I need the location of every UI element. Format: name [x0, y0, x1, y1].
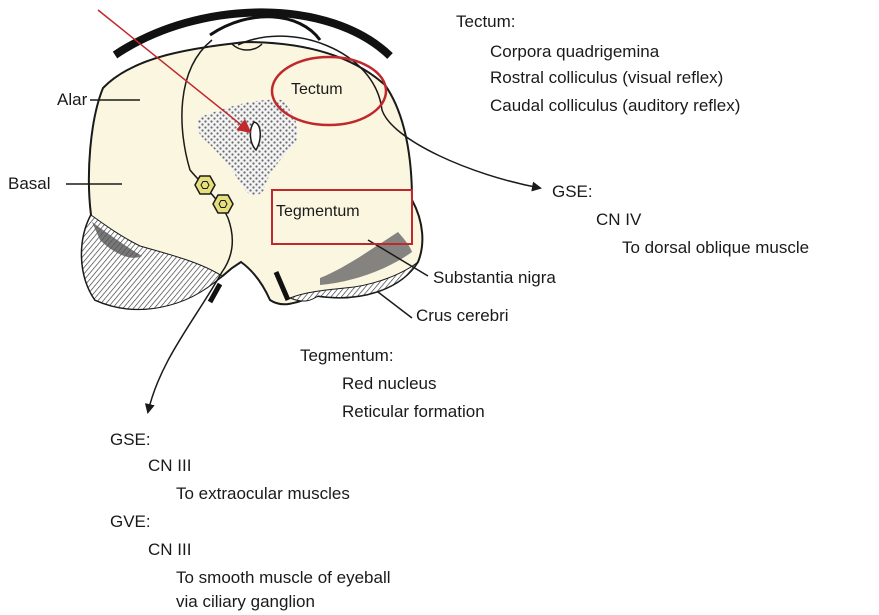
- tegmentum-region-label: Tegmentum: [276, 202, 360, 222]
- gve-left-nerve: CN III: [148, 540, 191, 560]
- oculomotor-exit-mark: [210, 284, 220, 302]
- basal-label: Basal: [8, 174, 51, 194]
- gse-left-heading: GSE:: [110, 430, 151, 450]
- oculomotor-nucleus-upper: [195, 176, 215, 194]
- crus-cerebri-label: Crus cerebri: [416, 306, 509, 326]
- gse-left-target: To extraocular muscles: [176, 484, 350, 504]
- tegmentum-note-item: Reticular formation: [342, 402, 485, 422]
- gse-right-target: To dorsal oblique muscle: [622, 238, 809, 258]
- oculomotor-nucleus-lower: [213, 195, 233, 213]
- tectum-region-label: Tectum: [291, 80, 343, 100]
- gse-left-nerve: CN III: [148, 456, 191, 476]
- tectum-note-item: Corpora quadrigemina: [490, 42, 659, 62]
- gse-right-heading: GSE:: [552, 182, 593, 202]
- alar-label: Alar: [57, 90, 87, 110]
- gve-left-target: To smooth muscle of eyeball: [176, 568, 391, 588]
- gve-left-target: via ciliary ganglion: [176, 592, 315, 612]
- tegmentum-notes-heading: Tegmentum:: [300, 346, 394, 366]
- tectum-note-item: Caudal colliculus (auditory reflex): [490, 96, 740, 116]
- tectum-note-item: Rostral colliculus (visual reflex): [490, 68, 723, 88]
- gse-right-nerve: CN IV: [596, 210, 641, 230]
- substantia-nigra-label: Substantia nigra: [433, 268, 556, 288]
- gve-left-heading: GVE:: [110, 512, 151, 532]
- tegmentum-note-item: Red nucleus: [342, 374, 437, 394]
- tectum-notes-heading: Tectum:: [456, 12, 516, 32]
- crus-cerebri-leader-line: [378, 292, 412, 318]
